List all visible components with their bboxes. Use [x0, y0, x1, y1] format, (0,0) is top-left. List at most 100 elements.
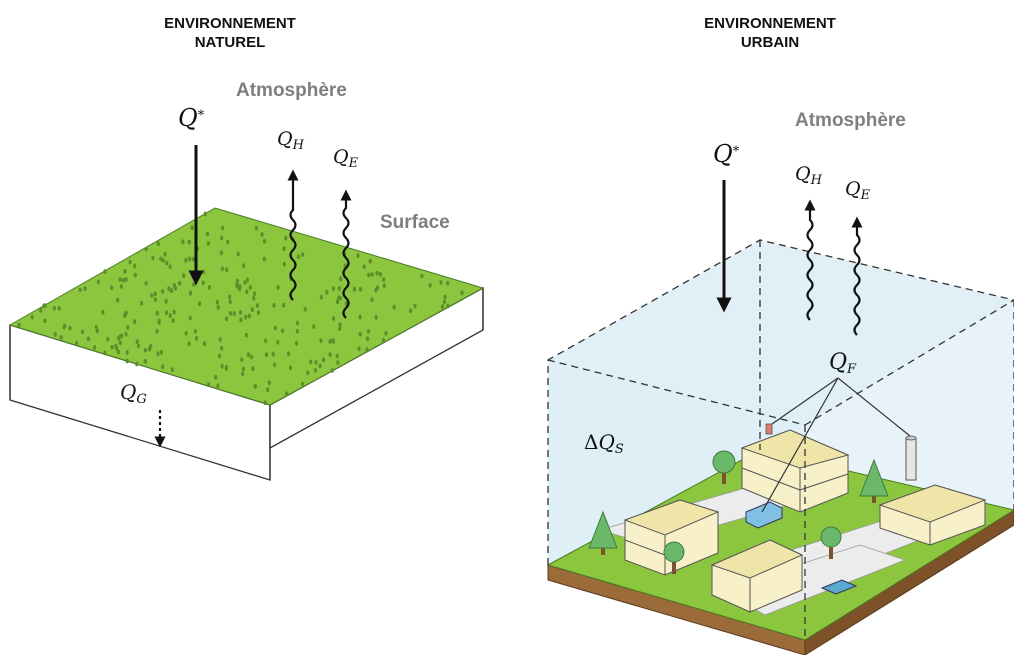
- grass-speck: [374, 314, 378, 320]
- grass-speck: [338, 326, 342, 331]
- grass-speck: [276, 285, 280, 290]
- grass-texture: [17, 211, 464, 406]
- grass-speck: [309, 359, 313, 365]
- grass-speck: [144, 281, 148, 286]
- grass-speck: [367, 329, 371, 334]
- grass-speck: [244, 314, 248, 320]
- grass-speck: [159, 349, 164, 355]
- grass-speck: [339, 276, 343, 282]
- urban-delta-qs-label: ΔQS: [584, 430, 624, 458]
- grass-speck: [143, 359, 147, 364]
- grass-speck: [178, 280, 182, 286]
- grass-speck: [442, 299, 446, 305]
- grass-speck: [150, 293, 154, 298]
- grass-speck: [188, 256, 192, 262]
- tree-3: [588, 510, 618, 555]
- grass-speck: [370, 272, 374, 277]
- grass-speck: [267, 380, 271, 386]
- tree-5: [820, 526, 842, 559]
- grass-speck: [221, 225, 225, 231]
- grass-speck: [125, 358, 129, 364]
- grass-speck: [136, 343, 141, 349]
- grass-speck: [123, 269, 127, 274]
- grass-speck: [303, 306, 307, 312]
- grass-speck: [220, 235, 224, 241]
- grass-speck: [168, 264, 172, 270]
- natural-title-line1: ENVIRONNEMENT: [164, 15, 296, 32]
- grass-speck: [95, 328, 99, 334]
- grass-speck: [338, 322, 342, 328]
- natural-qe-label: QE: [333, 146, 359, 172]
- grass-speck: [215, 299, 219, 305]
- grass-speck: [336, 360, 340, 365]
- grass-speck: [157, 318, 161, 324]
- grass-speck: [368, 258, 372, 264]
- grass-speck: [115, 346, 119, 351]
- grass-speck: [335, 353, 339, 359]
- grass-speck: [362, 264, 366, 270]
- grass-speck: [319, 338, 323, 344]
- grass-speck: [245, 289, 249, 295]
- grass-speck: [241, 371, 245, 377]
- grass-speck: [96, 279, 100, 285]
- grass-speck: [325, 289, 329, 295]
- grass-speck: [235, 278, 240, 284]
- grass-speck: [335, 299, 340, 305]
- grass-speck: [128, 259, 132, 265]
- grass-speck: [295, 320, 300, 326]
- grass-speck: [94, 324, 98, 330]
- grass-speck: [238, 310, 243, 315]
- grass-speck: [171, 318, 175, 323]
- grass-speck: [322, 357, 326, 363]
- grass-speck: [428, 283, 432, 288]
- grass-speck: [224, 364, 229, 370]
- tree-1: [712, 450, 736, 484]
- grass-speck: [367, 272, 371, 278]
- tree-4: [663, 541, 685, 574]
- grass-speck: [119, 284, 123, 289]
- grass-speck: [167, 286, 171, 292]
- grass-speck: [282, 261, 286, 267]
- grass-speck: [143, 347, 147, 353]
- grass-speck: [255, 303, 259, 308]
- grass-speck: [352, 286, 356, 292]
- chimney-building: [765, 423, 773, 435]
- grass-speck: [301, 252, 305, 257]
- grass-speck: [273, 325, 277, 331]
- natural-atmosphere-label: Atmosphère: [236, 80, 347, 101]
- grass-speck: [314, 360, 318, 365]
- grass-speck: [228, 299, 232, 305]
- grass-speck: [203, 211, 207, 217]
- grass-speck: [243, 280, 247, 285]
- grass-speck: [52, 305, 57, 311]
- grass-speck: [318, 363, 322, 369]
- natural-title: ENVIRONNEMENT NATUREL: [100, 14, 360, 52]
- grass-speck: [331, 286, 336, 292]
- urban-qh-arrow: [804, 199, 816, 321]
- natural-surface-label: Surface: [380, 212, 450, 233]
- grass-speck: [202, 341, 207, 347]
- grass-speck: [232, 311, 236, 317]
- grass-speck: [39, 308, 43, 313]
- grass-speck: [206, 382, 210, 387]
- grass-speck: [135, 339, 139, 345]
- grass-speck: [285, 391, 289, 397]
- grass-speck: [92, 345, 97, 350]
- grass-speck: [168, 313, 172, 319]
- grass-speck: [170, 367, 174, 372]
- grass-speck: [216, 383, 220, 389]
- grass-speck: [460, 290, 464, 296]
- natural-qe-arrow: [340, 189, 352, 319]
- grass-speck: [254, 225, 259, 231]
- grass-speck: [244, 332, 248, 338]
- grass-speck: [280, 328, 285, 334]
- grass-speck: [382, 277, 386, 282]
- grass-speck: [239, 317, 243, 323]
- grass-speck: [103, 350, 107, 356]
- grass-speck: [101, 309, 105, 315]
- grass-speck: [184, 257, 188, 263]
- grass-speck: [68, 325, 72, 331]
- grass-speck: [358, 314, 362, 320]
- grass-speck: [439, 280, 443, 285]
- grass-speck: [155, 328, 159, 334]
